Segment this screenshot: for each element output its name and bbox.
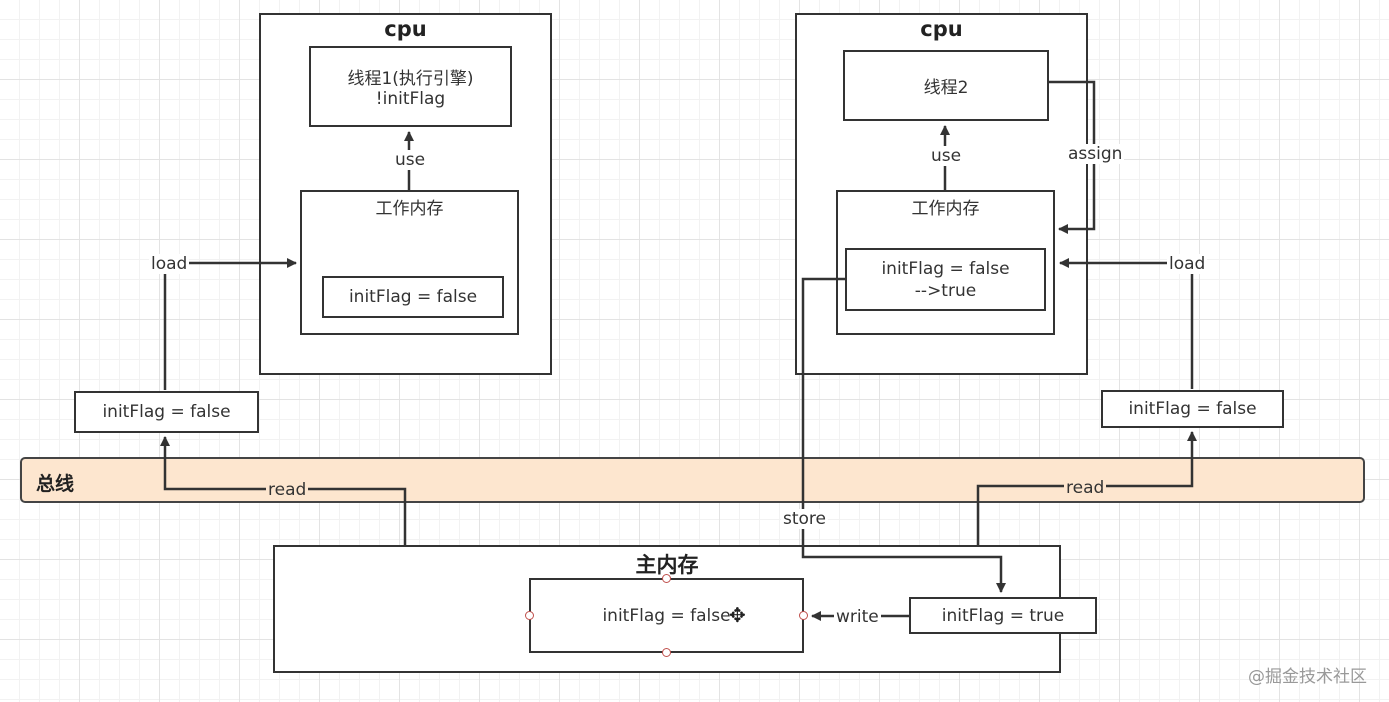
bus-title: 总线 [36, 473, 75, 495]
right-bus-value-box[interactable]: initFlag = false [1101, 390, 1284, 428]
bus-band: 总线 [20, 457, 1365, 503]
right-bus-value: initFlag = false [1128, 399, 1257, 419]
write-label: write [834, 607, 881, 627]
store-value-box[interactable]: initFlag = true [909, 597, 1097, 634]
right-load-arrow [1059, 258, 1194, 389]
cpu1-thread-line1: 线程1(执行引擎) [347, 69, 474, 89]
cpu2-thread: 线程2 [923, 78, 969, 98]
cpu1-var: initFlag = false [348, 287, 478, 307]
watermark: @掘金技术社区 [1248, 667, 1367, 687]
move-cursor-icon: ✥ [729, 603, 746, 627]
cpu1-title: cpu [384, 17, 427, 41]
left-bus-value: initFlag = false [102, 402, 231, 422]
cpu2-var-line2: -->true [914, 280, 977, 301]
cpu1-var-box[interactable]: initFlag = false [322, 276, 504, 318]
read-label-left: read [266, 480, 309, 500]
selection-handle-left[interactable] [525, 611, 534, 620]
selection-handle-bottom[interactable] [662, 648, 671, 657]
cpu2-thread-box[interactable]: 线程2 [843, 50, 1049, 121]
cpu2-var-box[interactable]: initFlag = false -->true [845, 248, 1046, 311]
cpu2-title: cpu [920, 17, 963, 41]
store-arrow [801, 277, 1006, 593]
selection-handle-top[interactable] [662, 574, 671, 583]
read-label-right: read [1064, 478, 1107, 498]
main-memory-title: 主内存 [635, 553, 699, 577]
cpu1-workmem-title: 工作内存 [375, 199, 444, 219]
main-memory-var: initFlag = false [602, 605, 731, 626]
selection-handle-right[interactable] [799, 611, 808, 620]
store-label: store [781, 509, 828, 529]
left-bus-value-box[interactable]: initFlag = false [74, 391, 259, 433]
cpu1-thread-line2: !initFlag [375, 89, 446, 109]
left-load-arrow [163, 258, 297, 390]
use-label-left: use [393, 150, 428, 170]
cpu2-workmem-title: 工作内存 [911, 199, 980, 219]
load-label-left: load [149, 254, 190, 274]
store-value: initFlag = true [941, 605, 1065, 626]
use-label-right: use [929, 146, 964, 166]
load-label-right: load [1167, 254, 1208, 274]
assign-label: assign [1066, 144, 1125, 164]
cpu1-thread-box[interactable]: 线程1(执行引擎) !initFlag [309, 46, 512, 127]
cpu2-var-line1: initFlag = false [881, 258, 1010, 279]
